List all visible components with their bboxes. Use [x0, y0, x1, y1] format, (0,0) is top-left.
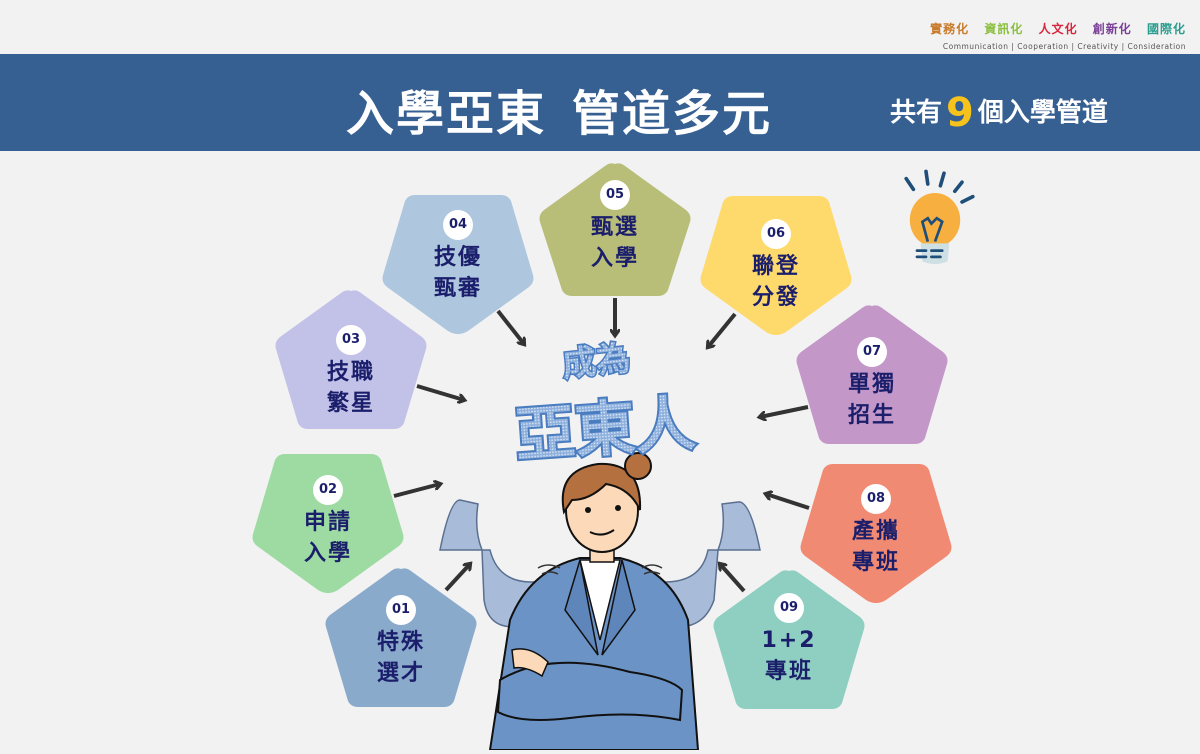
arrow-03: [416, 384, 464, 400]
arrow-04: [496, 309, 524, 344]
channel-label-line2: 入學: [303, 541, 352, 566]
channel-label-line2: 選才: [376, 661, 425, 686]
channel-label-line1: 聯登: [751, 254, 800, 279]
channel-label-line1: 甄選: [590, 215, 639, 240]
lightbulb-icon: [890, 165, 980, 279]
person-illustration: [430, 440, 770, 754]
slogan-line-2: 亞東人: [513, 389, 697, 470]
channel-label-line2: 繁星: [326, 391, 375, 416]
channel-05[interactable]: 05 甄選 入學: [536, 160, 694, 306]
arrow-06: [708, 312, 737, 347]
channel-01[interactable]: 01 特殊 選才: [322, 565, 480, 711]
page-title: 入學亞東管道多元: [346, 74, 772, 144]
channel-number: 05: [600, 180, 630, 210]
channel-number: 01: [386, 595, 416, 625]
value-information: 資訊化: [984, 22, 1024, 36]
channel-number: 09: [774, 593, 804, 623]
channel-04[interactable]: 04 技優 甄審: [379, 191, 537, 337]
value-practical: 實務化: [930, 22, 970, 36]
arrow-08: [766, 494, 810, 510]
slogan: 成為 亞東人: [505, 330, 725, 474]
english-values: Communication | Cooperation | Creativity…: [942, 42, 1186, 51]
motto-tagline: 實務化 資訊化 人文化 創新化 國際化 Communication | Coop…: [920, 20, 1186, 51]
arrow-09: [720, 564, 746, 593]
channel-number: 04: [443, 210, 473, 240]
channel-08[interactable]: 08 產攜 專班: [797, 460, 955, 606]
value-humanity: 人文化: [1038, 22, 1078, 36]
title-banner: [0, 54, 1200, 151]
channel-number: 06: [761, 219, 791, 249]
channel-02[interactable]: 02 申請 入學: [249, 450, 407, 596]
channel-number: 07: [857, 337, 887, 367]
channel-label-line2: 甄審: [433, 276, 482, 301]
channel-number: 08: [861, 484, 891, 514]
slogan-line-1: 成為: [560, 338, 632, 385]
channel-label-line2: 招生: [847, 403, 896, 428]
core-values: 實務化 資訊化 人文化 創新化 國際化: [920, 20, 1186, 37]
channel-number: 02: [313, 475, 343, 505]
channel-label-line2: 專班: [851, 550, 900, 575]
channel-label-line1: 申請: [303, 510, 352, 535]
value-international: 國際化: [1146, 22, 1186, 36]
value-innovation: 創新化: [1092, 22, 1132, 36]
channel-number: 03: [336, 325, 366, 355]
title-part-1: 入學亞東: [346, 86, 547, 142]
channel-count: 9: [946, 90, 974, 136]
title-part-2: 管道多元: [572, 86, 773, 142]
arrow-01: [444, 564, 470, 592]
channel-07[interactable]: 07 單獨 招生: [793, 302, 951, 448]
channel-label-line1: 產攜: [851, 519, 900, 544]
channel-label-line2: 分發: [751, 285, 800, 310]
channel-03[interactable]: 03 技職 繁星: [272, 287, 430, 433]
channel-label-line2: 入學: [590, 246, 639, 271]
subtitle-prefix: 共有: [890, 98, 943, 128]
channel-label-line1: 特殊: [376, 630, 425, 655]
channel-label-line1: 技職: [326, 360, 375, 385]
subtitle-suffix: 個入學管道: [977, 98, 1108, 128]
channel-06[interactable]: 06 聯登 分發: [697, 192, 855, 338]
channel-label-line1: 1+2: [761, 628, 817, 653]
arrow-02: [393, 484, 440, 498]
channel-label-line2: 專班: [764, 659, 813, 684]
arrow-07: [760, 405, 809, 417]
channel-09[interactable]: 09 1+2 專班: [710, 567, 868, 713]
channel-label-line1: 技優: [433, 245, 482, 270]
channel-label-line1: 單獨: [847, 372, 896, 397]
